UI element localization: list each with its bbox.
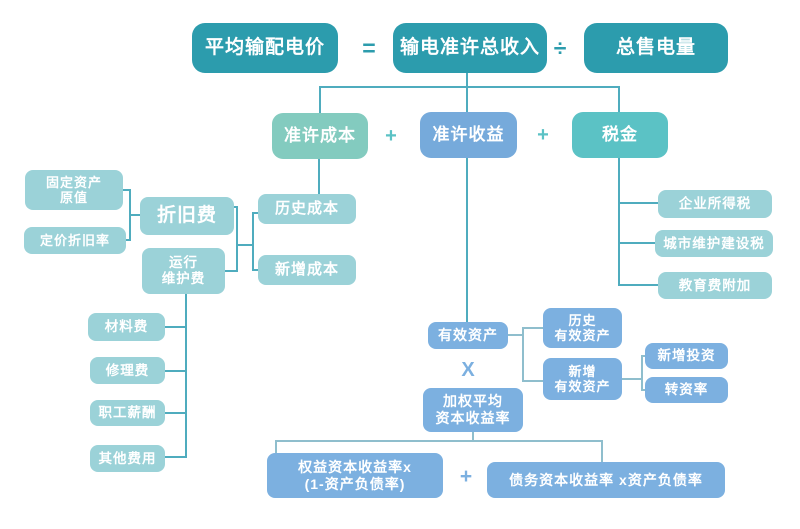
connector-line	[275, 440, 277, 454]
plus-operator-2: +	[537, 123, 549, 146]
connector-line	[641, 389, 647, 391]
connector-line	[319, 86, 620, 88]
connector-line	[252, 269, 259, 271]
node-avg-transmission-price: 平均输配电价	[192, 23, 338, 73]
connector-line	[466, 73, 468, 86]
node-debt-capital-return: 债务资本收益率 x资产负债率	[487, 462, 725, 498]
node-permitted-cost: 准许成本	[272, 113, 368, 159]
divide-operator: ÷	[553, 34, 567, 61]
node-new-effective-asset: 新增 有效资产	[543, 358, 622, 400]
node-tax: 税金	[572, 112, 668, 158]
connector-line	[522, 327, 543, 329]
connector-line	[165, 412, 186, 414]
plus-operator-1: +	[385, 124, 397, 147]
connector-line	[641, 355, 643, 391]
node-weighted-average-cost-of-capital: 加权平均 资本收益率	[423, 388, 523, 432]
connector-line	[275, 440, 603, 442]
connector-line	[601, 440, 603, 463]
node-transfer-rate: 转资率	[645, 377, 728, 403]
connector-line	[522, 327, 524, 382]
multiply-operator: X	[461, 358, 475, 381]
node-effective-asset: 有效资产	[428, 322, 508, 349]
node-urban-maintenance-tax: 城市维护建设税	[655, 230, 773, 257]
connector-line	[319, 86, 321, 113]
node-new-cost: 新增成本	[258, 255, 356, 285]
node-operation-maintenance-cost: 运行 维护费	[142, 248, 225, 294]
node-equity-capital-return: 权益资本收益率x (1-资产负债率)	[267, 453, 443, 498]
node-pricing-depreciation-rate: 定价折旧率	[24, 227, 126, 254]
node-historical-cost: 历史成本	[258, 194, 356, 224]
node-historical-effective-asset: 历史 有效资产	[543, 308, 622, 348]
connector-line	[618, 158, 620, 286]
connector-line	[622, 378, 643, 380]
node-depreciation-cost: 折旧费	[140, 197, 234, 235]
connector-line	[185, 294, 187, 458]
connector-line	[466, 86, 468, 112]
node-permitted-return: 准许收益	[420, 112, 517, 158]
connector-line	[165, 456, 186, 458]
connector-line	[641, 355, 647, 357]
connector-line	[472, 432, 474, 441]
node-staff-salary: 职工薪酬	[90, 400, 165, 426]
connector-line	[236, 206, 238, 272]
equals-operator: =	[362, 34, 376, 61]
plus-operator-3: +	[459, 465, 473, 488]
node-new-investment: 新增投资	[645, 343, 728, 369]
connector-line	[618, 242, 655, 244]
connector-line	[318, 159, 320, 195]
connector-line	[466, 158, 468, 322]
connector-line	[522, 380, 543, 382]
connector-line	[252, 212, 254, 271]
connector-line	[129, 214, 141, 216]
node-other-cost: 其他费用	[90, 445, 165, 472]
node-fixed-asset-original-value: 固定资产 原值	[25, 170, 123, 210]
connector-line	[165, 326, 186, 328]
node-material-cost: 材料费	[88, 313, 165, 341]
connector-line	[225, 270, 237, 272]
connector-line	[618, 284, 658, 286]
node-repair-cost: 修理费	[90, 357, 165, 384]
connector-line	[165, 370, 186, 372]
connector-line	[126, 239, 131, 241]
node-education-surcharge: 教育费附加	[658, 272, 772, 299]
connector-line	[618, 86, 620, 112]
connector-line	[236, 244, 254, 246]
connector-line	[123, 189, 131, 191]
node-permitted-total-revenue: 输电准许总收入	[393, 23, 547, 73]
node-corporate-income-tax: 企业所得税	[658, 190, 772, 218]
connector-line	[508, 334, 524, 336]
connector-line	[618, 202, 658, 204]
node-total-electricity-sales: 总售电量	[584, 23, 728, 73]
connector-line	[252, 212, 259, 214]
